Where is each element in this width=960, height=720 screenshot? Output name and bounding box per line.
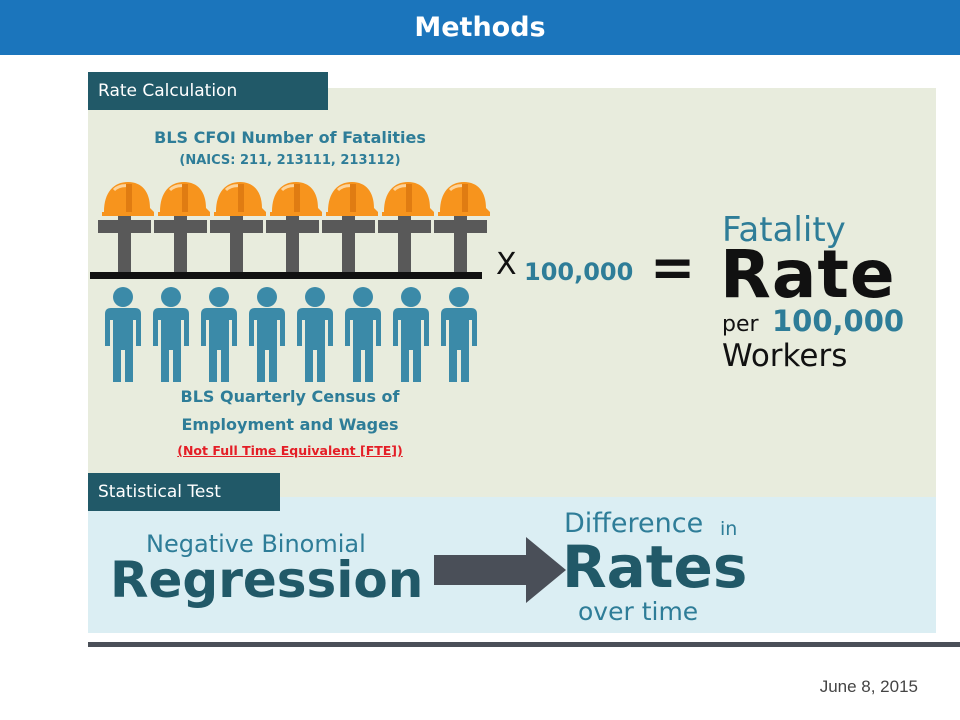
- result-workers-label: Workers: [722, 338, 848, 374]
- person-icon: [249, 287, 285, 382]
- result-over-time-label: over time: [578, 597, 699, 626]
- right-arrow-icon: [434, 537, 566, 603]
- person-icon: [297, 287, 333, 382]
- workers-icon-group: [105, 287, 477, 382]
- person-icon: [393, 287, 429, 382]
- rate-calculation-tab: Rate Calculation: [88, 72, 328, 110]
- method-label-line1: Negative Binomial: [146, 530, 366, 558]
- result-difference-label: Difference: [564, 508, 704, 539]
- footer-divider: [88, 642, 960, 647]
- person-icon: [345, 287, 381, 382]
- footer-date: June 8, 2015: [819, 677, 918, 696]
- result-per-label: per: [722, 312, 759, 337]
- multiplier-value: 100,000: [524, 258, 634, 286]
- person-icon: [105, 287, 141, 382]
- method-label-line2: Regression: [110, 551, 424, 609]
- cross-helmet-icon: [376, 180, 436, 274]
- cross-helmet-icon: [264, 180, 324, 274]
- slide-title: Methods: [414, 12, 546, 43]
- fraction-bar: [90, 272, 482, 279]
- person-icon: [201, 287, 237, 382]
- header-bar: [0, 0, 960, 55]
- denominator-note: (Not Full Time Equivalent [FTE]): [177, 443, 403, 458]
- cross-helmet-icon: [320, 180, 380, 274]
- cross-helmet-icon: [96, 180, 156, 274]
- person-icon: [441, 287, 477, 382]
- statistical-test-tab: Statistical Test: [88, 473, 280, 511]
- denominator-title-line1: BLS Quarterly Census of: [180, 387, 400, 406]
- result-in-label: in: [720, 518, 738, 540]
- denominator-title: BLS Quarterly Census of Employment and W…: [120, 383, 460, 439]
- numerator-title: BLS CFOI Number of Fatalities: [154, 128, 426, 147]
- equals-symbol: =: [650, 236, 696, 299]
- fatality-crosses-icon-group: [96, 180, 492, 274]
- result-per-value: 100,000: [772, 304, 905, 338]
- cross-helmet-icon: [432, 180, 492, 274]
- result-fatality-label: Fatality: [722, 210, 846, 250]
- rate-calculation-panel: [88, 88, 936, 497]
- numerator-subtitle: (NAICS: 211, 213111, 213112): [179, 153, 401, 168]
- result-rates-label: Rates: [562, 533, 748, 601]
- multiply-symbol: X: [496, 247, 517, 282]
- cross-helmet-icon: [208, 180, 268, 274]
- person-icon: [153, 287, 189, 382]
- cross-helmet-icon: [152, 180, 212, 274]
- result-rate-label: Rate: [720, 236, 896, 313]
- denominator-title-line2: Employment and Wages: [181, 415, 399, 434]
